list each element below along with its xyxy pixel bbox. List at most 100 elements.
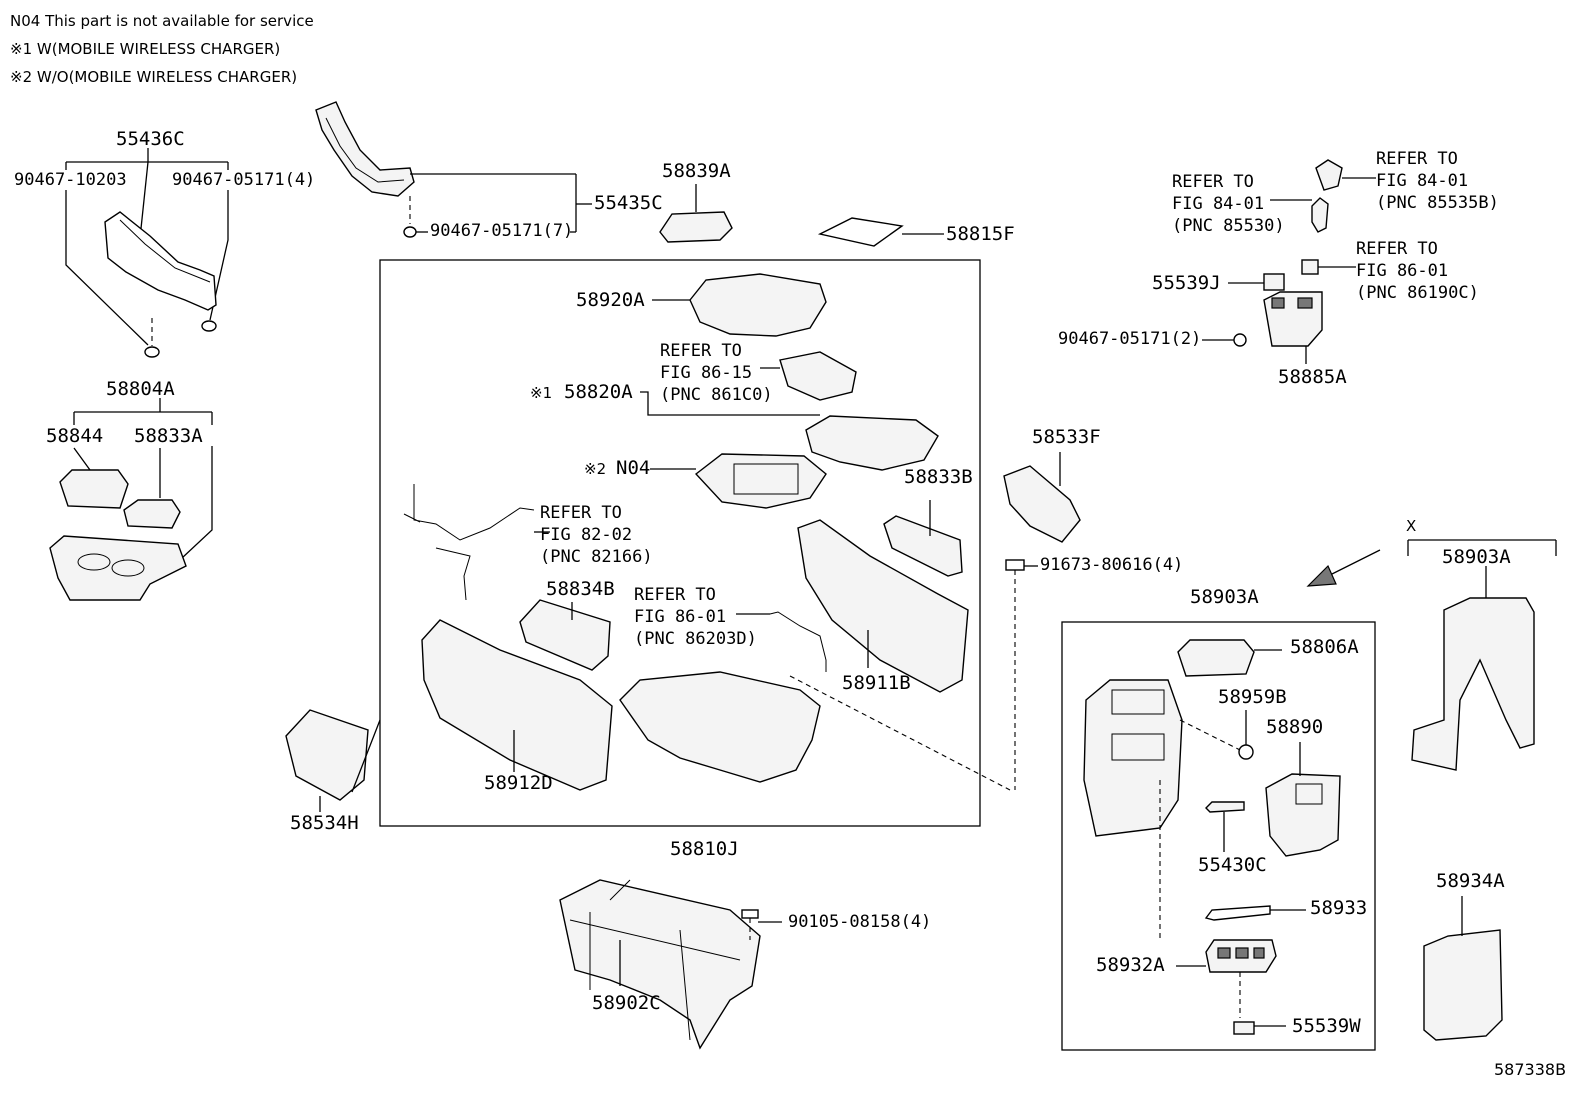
- leader-55436C-bracket: [65, 148, 229, 346]
- part-label-58885A[interactable]: 58885A: [1278, 366, 1347, 388]
- refer-line: FIG 84-01: [1172, 194, 1265, 214]
- note-n04: N04 This part is not available for servi…: [10, 12, 314, 30]
- part-label-58844[interactable]: 58844: [46, 425, 104, 447]
- refer-line: REFER TO: [1356, 239, 1438, 259]
- part-label-58933[interactable]: 58933: [1310, 897, 1368, 919]
- part-label-58815F[interactable]: 58815F: [946, 223, 1015, 245]
- refer-fig-82-02[interactable]: REFER TO FIG 82-02 (PNC 82166): [540, 502, 653, 568]
- refer-line: (PNC 86190C): [1356, 283, 1479, 303]
- part-58890-shape: [1265, 773, 1341, 857]
- part-label-58920A[interactable]: 58920A: [576, 289, 645, 311]
- part-label-90467-05171-4[interactable]: 90467-05171(4): [172, 170, 316, 190]
- part-58903A-inner-shape: [1083, 679, 1183, 837]
- part-label-58534H[interactable]: 58534H: [290, 812, 359, 834]
- part-label-58934A[interactable]: 58934A: [1436, 870, 1505, 892]
- part-58839A-shape: [659, 211, 733, 243]
- part-58534H-shape: [285, 709, 369, 801]
- part-label-58959B[interactable]: 58959B: [1218, 686, 1287, 708]
- part-label-58810J[interactable]: 58810J: [670, 838, 739, 860]
- refer-line: FIG 82-02: [540, 525, 633, 545]
- part-label-58903A-box[interactable]: 58903A: [1190, 586, 1259, 608]
- refer-line: FIG 86-01: [1356, 261, 1449, 281]
- part-55539W-shape: [1233, 1021, 1255, 1035]
- part-55430C-shape: [1205, 801, 1245, 813]
- part-label-58903A-side[interactable]: 58903A: [1442, 546, 1511, 568]
- part-N04-shape: [694, 453, 827, 509]
- part-harness-82166: [403, 484, 535, 601]
- part-wire-86203D: [769, 611, 827, 672]
- bolt-icon: [1005, 559, 1038, 790]
- part-label-58932A[interactable]: 58932A: [1096, 954, 1165, 976]
- part-86190C-shape: [1301, 259, 1319, 275]
- part-label-58833A[interactable]: 58833A: [134, 425, 203, 447]
- part-58911B-shape: [797, 519, 969, 693]
- part-label-58890[interactable]: 58890: [1266, 716, 1324, 738]
- refer-line: REFER TO: [1376, 149, 1458, 169]
- part-label-58820A[interactable]: 58820A: [564, 381, 633, 403]
- leader-58903A-side: [1407, 539, 1557, 598]
- part-label-55539J[interactable]: 55539J: [1152, 272, 1221, 294]
- part-label-55430C[interactable]: 55430C: [1198, 854, 1267, 876]
- refer-line: FIG 86-15: [660, 363, 753, 383]
- leader-55435C: [403, 173, 592, 238]
- part-label-N04[interactable]: N04: [616, 457, 651, 479]
- part-label-58833B[interactable]: 58833B: [904, 466, 973, 488]
- part-label-58834B[interactable]: 58834B: [546, 578, 615, 600]
- part-label-90105-08158-4[interactable]: 90105-08158(4): [788, 912, 932, 932]
- part-58902C-shape: [559, 879, 761, 1050]
- refer-line: (PNC 861C0): [660, 385, 773, 405]
- part-58934A-shape: [1423, 929, 1503, 1041]
- refer-fig-86-01-86203D[interactable]: REFER TO FIG 86-01 (PNC 86203D): [634, 584, 757, 650]
- part-label-55436C[interactable]: 55436C: [116, 128, 185, 150]
- part-85530-shape: [1311, 197, 1329, 233]
- part-55436C-shape: [104, 211, 217, 311]
- part-58933-shape: [1204, 905, 1271, 921]
- part-label-58839A[interactable]: 58839A: [662, 160, 731, 182]
- part-label-58806A[interactable]: 58806A: [1290, 636, 1359, 658]
- part-label-55435C[interactable]: 55435C: [594, 192, 663, 214]
- note-mark-58820A: ※1: [530, 384, 553, 402]
- assembly-box-58810J: [379, 259, 981, 827]
- refer-fig-86-01-86190C[interactable]: REFER TO FIG 86-01 (PNC 86190C): [1356, 238, 1479, 304]
- part-85535B-shape: [1315, 159, 1343, 191]
- part-58815F-shape: [817, 217, 904, 247]
- note-without-wireless-charger: ※2 W/O(MOBILE WIRELESS CHARGER): [10, 68, 298, 86]
- refer-fig-84-01-85535B[interactable]: REFER TO FIG 84-01 (PNC 85535B): [1376, 148, 1499, 214]
- refer-line: (PNC 85530): [1172, 216, 1285, 236]
- part-55539J-shape: [1263, 273, 1285, 291]
- part-58833B-shape: [883, 515, 963, 577]
- part-label-58804A[interactable]: 58804A: [106, 378, 175, 400]
- part-58844-shape: [59, 469, 129, 509]
- direction-arrow-icon: [1306, 549, 1381, 587]
- part-label-58912D[interactable]: 58912D: [484, 772, 553, 794]
- clip-icon: [144, 318, 217, 358]
- part-58533F-shape: [1003, 465, 1081, 543]
- part-label-58533F[interactable]: 58533F: [1032, 426, 1101, 448]
- part-label-90467-10203[interactable]: 90467-10203: [14, 170, 127, 190]
- part-label-58902C[interactable]: 58902C: [592, 992, 661, 1014]
- part-label-91673-80616-4[interactable]: 91673-80616(4): [1040, 555, 1184, 575]
- refer-line: (PNC 82166): [540, 547, 653, 567]
- note-mark-N04: ※2: [584, 460, 607, 478]
- assembly-box-58903A: [1061, 621, 1376, 1051]
- refer-line: REFER TO: [1172, 172, 1254, 192]
- part-58820A-shape: [779, 351, 857, 401]
- part-58804A-shape: [49, 535, 187, 601]
- part-label-55539W[interactable]: 55539W: [1292, 1015, 1361, 1037]
- view-mark-x: X: [1406, 517, 1417, 535]
- part-58820A-tray: [805, 415, 939, 471]
- refer-line: REFER TO: [660, 341, 742, 361]
- part-58806A-shape: [1177, 639, 1255, 677]
- refer-line: (PNC 85535B): [1376, 193, 1499, 213]
- part-58959B-shape: [1238, 744, 1254, 760]
- part-label-90467-05171-2[interactable]: 90467-05171(2): [1058, 329, 1202, 349]
- refer-fig-84-01-85530[interactable]: REFER TO FIG 84-01 (PNC 85530): [1172, 171, 1285, 237]
- refer-fig-86-15[interactable]: REFER TO FIG 86-15 (PNC 861C0): [660, 340, 773, 406]
- note-with-wireless-charger: ※1 W(MOBILE WIRELESS CHARGER): [10, 40, 281, 58]
- part-label-58911B[interactable]: 58911B: [842, 672, 911, 694]
- part-58912D-shape: [421, 619, 613, 791]
- part-label-90467-05171-7[interactable]: 90467-05171(7): [430, 221, 574, 241]
- part-58903A-side-shape: [1411, 597, 1535, 771]
- part-58920A-shape: [689, 273, 827, 337]
